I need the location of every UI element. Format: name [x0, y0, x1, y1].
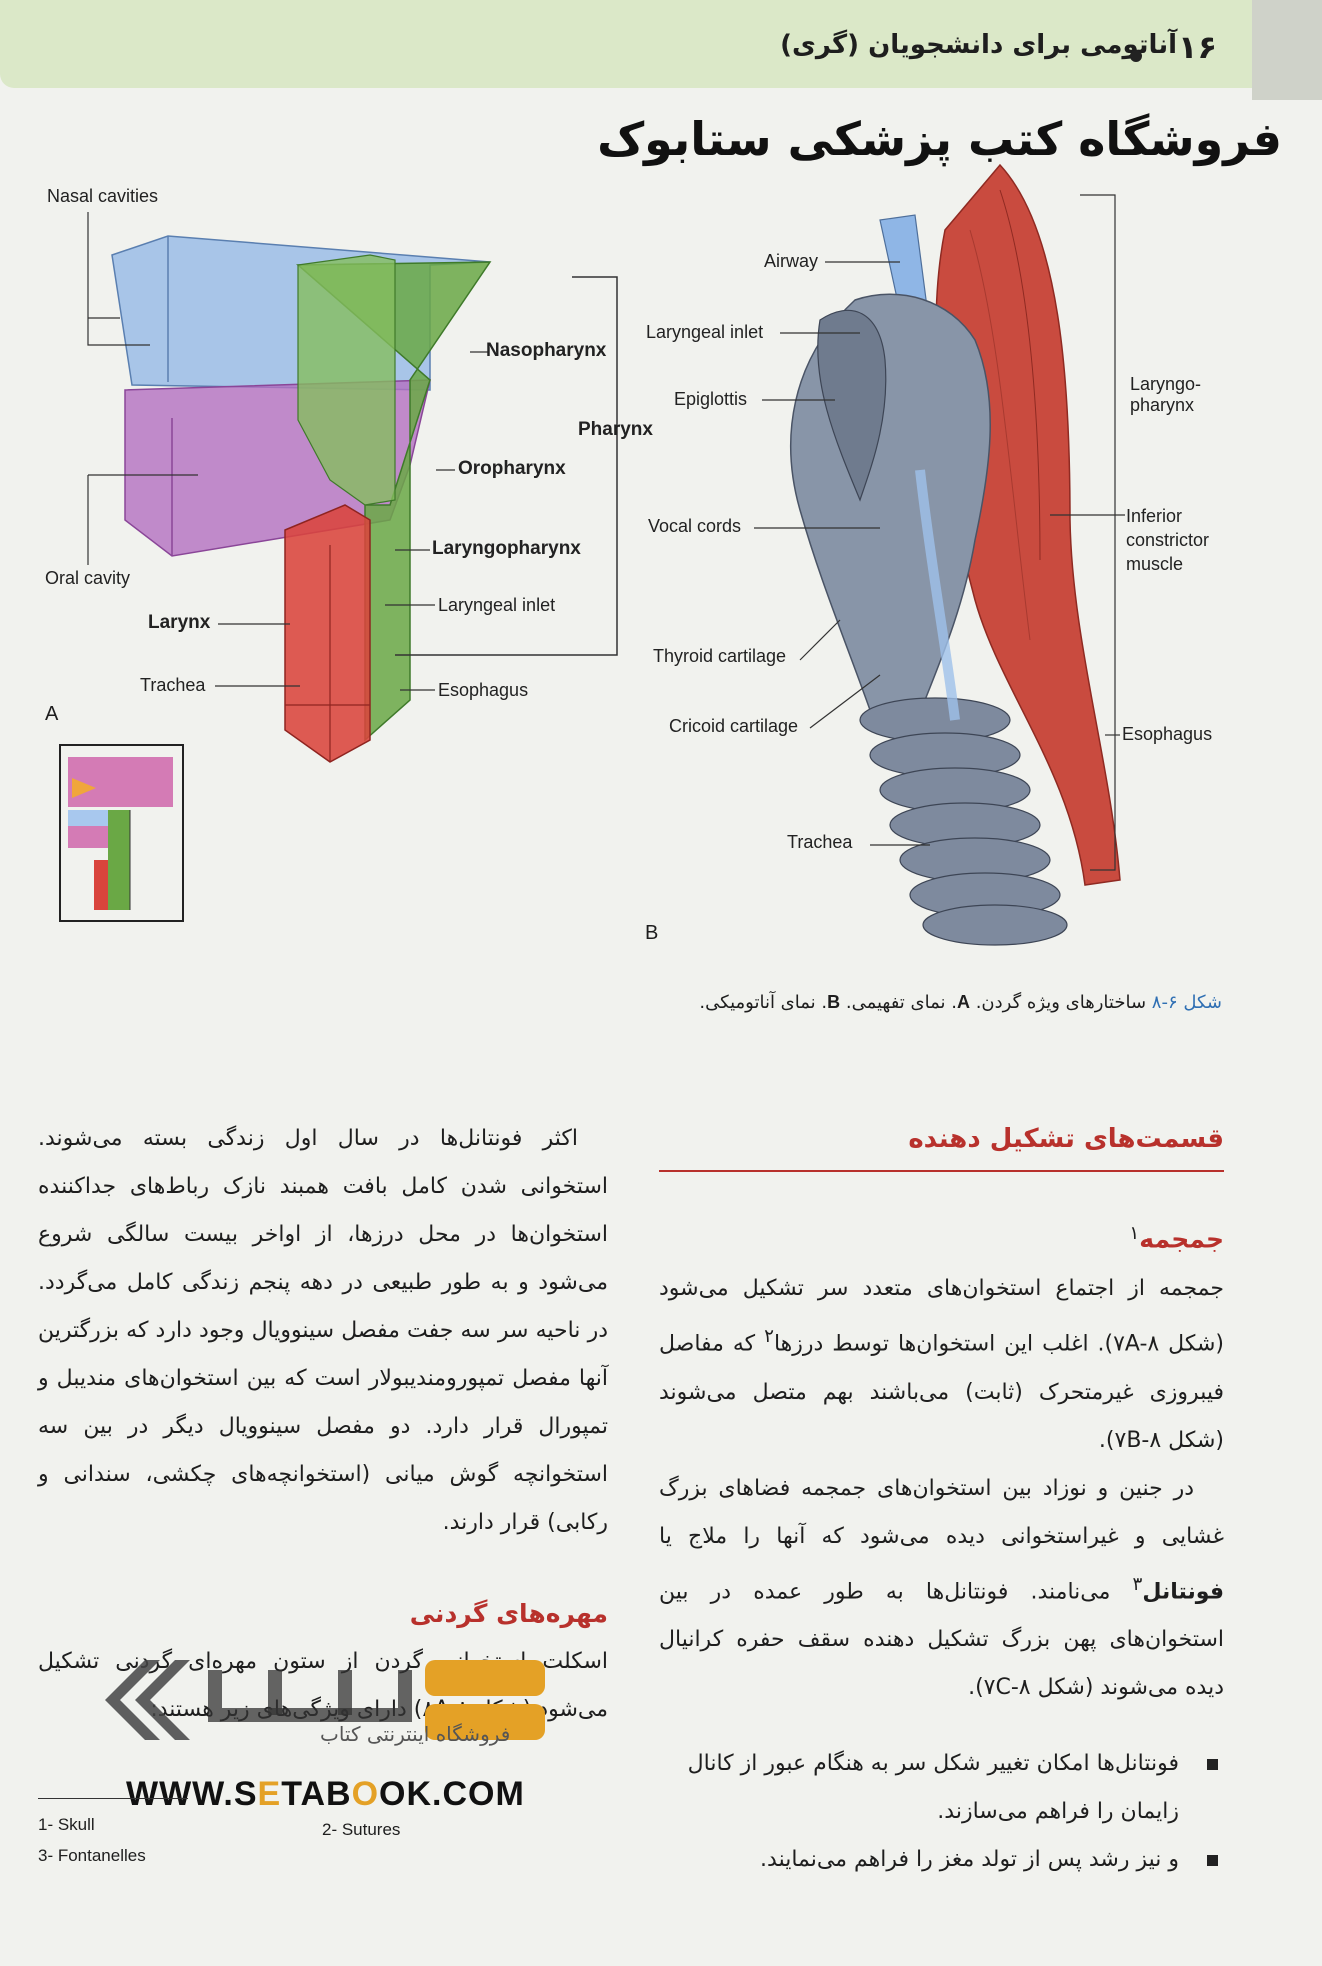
- logo-subtitle: فروشگاه اینترنتی کتاب: [320, 1722, 511, 1746]
- corner-illustration: [1252, 0, 1322, 100]
- footnote-2: 2- Sutures: [322, 1820, 401, 1839]
- label-vocal-cords: Vocal cords: [648, 516, 742, 536]
- label-laryngopharynx: Laryngopharynx: [432, 538, 581, 559]
- label-inferior-constrictor: Inferior constrictor muscle: [1126, 506, 1210, 574]
- figure-b-letter: B: [645, 922, 659, 944]
- header-bullet: [1130, 50, 1142, 62]
- caption-a: A: [956, 992, 970, 1012]
- caption-b: B: [827, 992, 841, 1012]
- footnote-divider: [38, 1798, 188, 1799]
- subhead-skull: جمجمه: [1139, 1224, 1224, 1254]
- label-cricoid-cartilage: Cricoid cartilage: [669, 716, 799, 736]
- footnote-3: 3- Fontanelles: [38, 1846, 146, 1865]
- footnote-ref-3: ۳: [1132, 1573, 1143, 1595]
- label-nasal-cavities: Nasal cavities: [47, 186, 159, 206]
- term-fontanelle: فونتانل: [1142, 1578, 1224, 1604]
- label-esophagus-a: Esophagus: [438, 680, 529, 700]
- setabook-logo: [105, 1660, 545, 1740]
- label-oropharynx: Oropharynx: [458, 458, 566, 479]
- label-airway: Airway: [764, 251, 819, 271]
- bullet-list: فونتانل‌ها امکان تغییر شکل سر به هنگام ع…: [659, 1740, 1224, 1884]
- label-nasopharynx: Nasopharynx: [486, 340, 607, 361]
- figure-b-leaders: [754, 194, 1125, 871]
- caption-text-1: ساختارهای ویژه گردن.: [969, 992, 1152, 1013]
- section-divider: [659, 1170, 1224, 1172]
- footnote-ref-2: ۲: [764, 1326, 774, 1348]
- subhead-cervical-vertebrae: مهره‌های گردنی: [409, 1599, 608, 1628]
- label-laryngopharynx-b: Laryngo- pharynx: [1130, 374, 1202, 415]
- paragraph-fontanelles: در جنین و نوزاد بین استخوان‌های جمجمه فض…: [659, 1475, 1224, 1700]
- label-esophagus-b: Esophagus: [1122, 724, 1213, 744]
- paragraph-skull: جمجمه از اجتماع استخوان‌های متعدد سر تشک…: [659, 1276, 1224, 1453]
- footnote-1: 1- Skull: [38, 1815, 95, 1834]
- label-thyroid-cartilage: Thyroid cartilage: [653, 646, 787, 666]
- setabook-url: WWW.SETABOOK.COM: [126, 1775, 525, 1813]
- paragraph-fontanelle-closure: اکثر فونتانل‌ها در سال اول زندگی بسته می…: [38, 1126, 608, 1535]
- list-item: فونتانل‌ها امکان تغییر شکل سر به هنگام ع…: [659, 1740, 1224, 1836]
- label-epiglottis: Epiglottis: [674, 389, 748, 409]
- page-header: [0, 0, 1255, 88]
- list-item: و نیز رشد پس از تولد مغز را فراهم می‌نما…: [659, 1836, 1224, 1884]
- figure-caption: شکل ۶-۸ ساختارهای ویژه گردن. A. نمای تفه…: [699, 992, 1222, 1013]
- figure-a-leaders: [87, 212, 488, 691]
- right-column-text: جمجمه۱ جمجمه از اجتماع استخوان‌های متعدد…: [659, 1210, 1224, 1712]
- book-title: آناتومی برای دانشجویان (گری): [780, 30, 1177, 60]
- label-larynx: Larynx: [148, 612, 211, 633]
- label-laryngeal-inlet-a: Laryngeal inlet: [438, 595, 556, 615]
- caption-text-2: . نمای تفهیمی.: [840, 992, 957, 1013]
- label-trachea-b: Trachea: [787, 832, 853, 852]
- caption-text-3: . نمای آناتومیکی.: [699, 992, 828, 1013]
- caption-number: شکل ۶-۸: [1151, 992, 1222, 1013]
- store-watermark-title: فروشگاه کتب پزشکی ستابوک: [597, 112, 1282, 166]
- footnote-ref-1: ۱: [1129, 1223, 1140, 1244]
- section-title: قسمت‌های تشکیل دهنده: [908, 1124, 1224, 1154]
- label-oral-cavity: Oral cavity: [45, 568, 131, 588]
- figure-a-letter: A: [45, 703, 59, 725]
- label-pharynx: Pharynx: [578, 419, 653, 440]
- label-laryngeal-inlet-b: Laryngeal inlet: [646, 322, 764, 342]
- page-number: ۱۶: [1177, 28, 1217, 66]
- label-trachea-a: Trachea: [140, 675, 206, 695]
